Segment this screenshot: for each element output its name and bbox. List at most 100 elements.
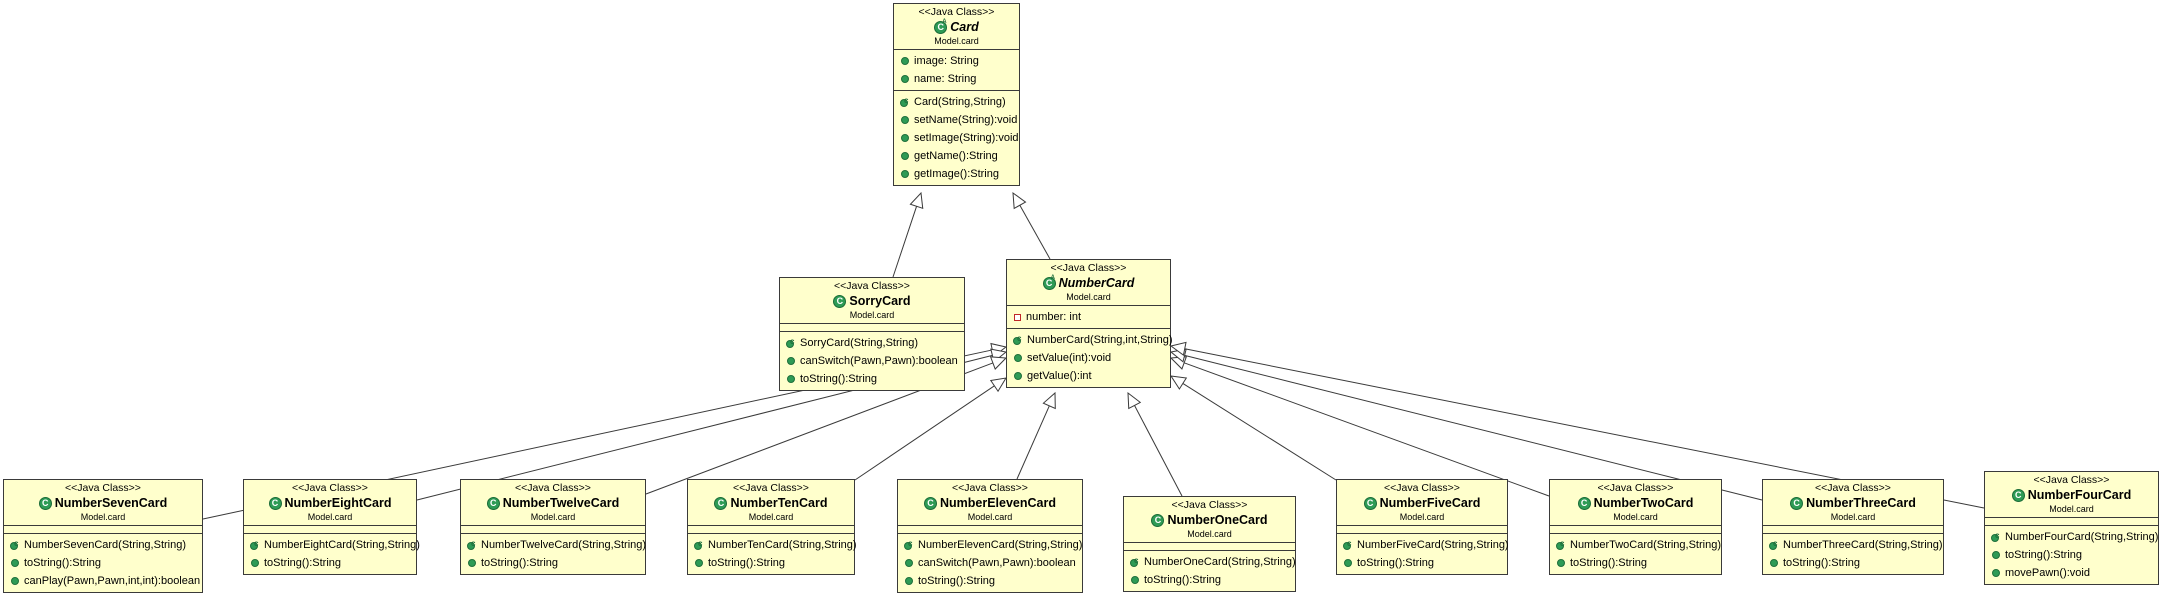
fields-section <box>780 324 964 332</box>
methods-section: NumberElevenCard(String,String) canSwitch… <box>898 534 1082 592</box>
method-text: toString():String <box>24 557 102 569</box>
public-method-icon <box>901 170 909 178</box>
method-row[interactable]: NumberTenCard(String,String) <box>688 535 857 554</box>
method-row[interactable]: toString():String <box>688 554 854 572</box>
method-row[interactable]: NumberThreeCard(String,String) <box>1763 535 1943 554</box>
method-row[interactable]: toString():String <box>898 572 1082 590</box>
stereotype-label: <<Java Class>> <box>65 482 141 494</box>
class-box-four[interactable]: <<Java Class>>CNumberFourCardModel.cardN… <box>1984 471 2159 585</box>
field-row[interactable]: image: String <box>894 52 1019 70</box>
method-text: getName():String <box>914 150 998 162</box>
method-row[interactable]: setName(String):void <box>894 111 1019 129</box>
method-row[interactable]: toString():String <box>1550 554 1721 572</box>
class-box-ten[interactable]: <<Java Class>>CNumberTenCardModel.cardNu… <box>687 479 857 575</box>
public-method-icon <box>251 559 259 567</box>
method-row[interactable]: toString():String <box>4 554 202 572</box>
stereotype-label: <<Java Class>> <box>1050 262 1127 274</box>
method-row[interactable]: toString():String <box>780 370 964 388</box>
constructor-icon <box>467 535 476 553</box>
method-row[interactable]: NumberTwelveCard(String,String) <box>461 535 646 554</box>
edge-line <box>1183 362 1550 497</box>
inheritance-arrowhead <box>989 377 1007 393</box>
class-icon: C <box>1790 496 1804 510</box>
method-row[interactable]: toString():String <box>1763 554 1943 572</box>
method-row[interactable]: NumberElevenCard(String,String) <box>898 535 1083 554</box>
method-row[interactable]: NumberEightCard(String,String) <box>244 535 420 554</box>
method-text: setName(String):void <box>914 114 1018 126</box>
method-text: NumberElevenCard(String,String) <box>918 539 1083 551</box>
method-row[interactable]: setImage(String):void <box>894 129 1019 147</box>
inheritance-arrowhead <box>1169 341 1187 356</box>
method-row[interactable]: NumberOneCard(String,String) <box>1124 552 1296 571</box>
method-text: setValue(int):void <box>1027 352 1112 364</box>
method-row[interactable]: NumberCard(String,int,String) <box>1007 330 1173 349</box>
class-name: NumberThreeCard <box>1806 496 1916 510</box>
class-box-two[interactable]: <<Java Class>>CNumberTwoCardModel.cardNu… <box>1549 479 1722 575</box>
method-text: NumberTenCard(String,String) <box>708 539 857 551</box>
field-row[interactable]: number: int <box>1007 308 1170 326</box>
edge-line <box>1016 405 1050 480</box>
generalization-three-to-number <box>1169 348 1763 501</box>
method-text: toString():String <box>1783 557 1861 569</box>
class-name: NumberTwoCard <box>1593 496 1694 510</box>
method-row[interactable]: NumberSevenCard(String,String) <box>4 535 202 554</box>
method-row[interactable]: getImage():String <box>894 165 1019 183</box>
method-row[interactable]: getValue():int <box>1007 367 1170 385</box>
method-row[interactable]: getName():String <box>894 147 1019 165</box>
method-row[interactable]: SorryCard(String,String) <box>780 333 964 352</box>
class-icon: C <box>486 496 500 510</box>
method-text: NumberCard(String,int,String) <box>1027 334 1173 346</box>
method-text: toString():String <box>918 575 996 587</box>
method-row[interactable]: movePawn():void <box>1985 564 2158 582</box>
class-box-five[interactable]: <<Java Class>>CNumberFiveCardModel.cardN… <box>1336 479 1509 575</box>
methods-section: NumberOneCard(String,String)toString():S… <box>1124 551 1296 591</box>
method-row[interactable]: toString():String <box>1124 571 1295 589</box>
method-text: NumberFourCard(String,String) <box>2005 531 2159 543</box>
method-row[interactable]: NumberFourCard(String,String) <box>1985 527 2159 546</box>
class-box-number[interactable]: <<Java Class>>CNumberCardModel.cardnumbe… <box>1006 259 1173 388</box>
private-field-icon <box>1014 313 1021 321</box>
class-name: NumberEightCard <box>284 496 392 510</box>
class-title: CNumberCard <box>1009 273 1168 291</box>
methods-section: NumberTenCard(String,String) toString():S… <box>688 534 857 574</box>
generalization-eleven-to-number <box>1016 391 1056 480</box>
inheritance-arrowhead <box>1169 375 1188 390</box>
class-icon: C <box>833 294 847 308</box>
package-name: Model.card <box>307 512 353 522</box>
class-box-one[interactable]: <<Java Class>>CNumberOneCardModel.cardNu… <box>1123 496 1296 592</box>
method-row[interactable]: canPlay(Pawn,Pawn,int,int):boolean <box>4 572 202 590</box>
method-row[interactable]: NumberTwoCard(String,String) <box>1550 535 1721 554</box>
stereotype-label: <<Java Class>> <box>733 482 809 494</box>
public-method-icon <box>905 577 913 585</box>
class-box-sorry[interactable]: <<Java Class>>CSorryCardModel.cardSorryC… <box>779 277 965 391</box>
method-row[interactable]: canSwitch(Pawn,Pawn):boolean <box>898 554 1082 572</box>
stereotype-label: <<Java Class>> <box>292 482 368 494</box>
package-name: Model.card <box>967 512 1013 522</box>
public-method-icon <box>1557 559 1565 567</box>
method-row[interactable]: setValue(int):void <box>1007 349 1170 367</box>
class-name: Card <box>950 20 979 34</box>
class-name: NumberCard <box>1058 276 1135 290</box>
method-row[interactable]: toString():String <box>1985 546 2158 564</box>
method-row[interactable]: canSwitch(Pawn,Pawn):boolean <box>780 352 964 370</box>
inheritance-arrowhead <box>989 356 1008 370</box>
field-row[interactable]: name: String <box>894 70 1019 88</box>
method-row[interactable]: NumberFiveCard(String,String) <box>1337 535 1509 554</box>
method-row[interactable]: toString():String <box>461 554 645 572</box>
method-row[interactable]: toString():String <box>1337 554 1507 572</box>
method-row[interactable]: toString():String <box>244 554 416 572</box>
public-method-icon <box>901 116 909 124</box>
method-row[interactable]: Card(String,String) <box>894 92 1019 111</box>
class-title: CCard <box>896 17 1017 35</box>
